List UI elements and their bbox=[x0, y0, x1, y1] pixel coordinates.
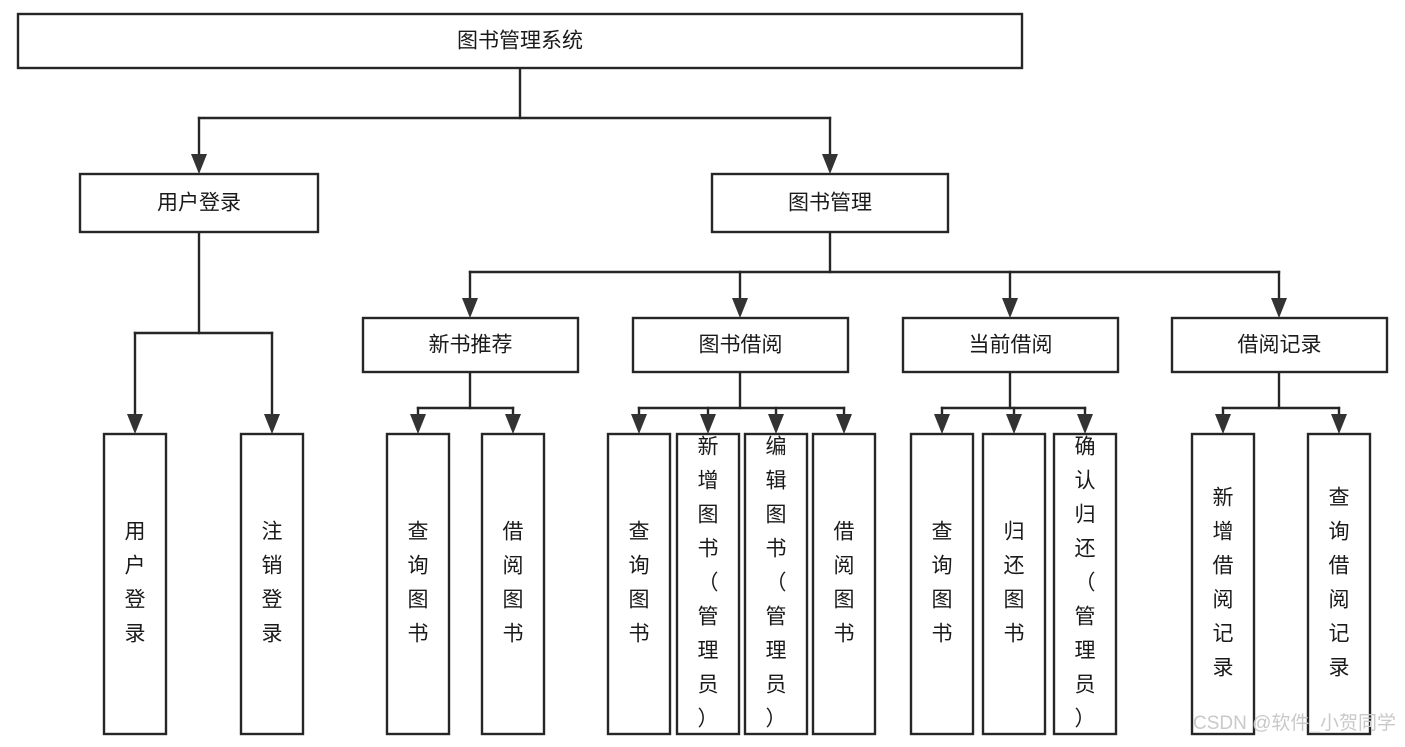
arrow-head-icon bbox=[191, 154, 207, 174]
node-box[interactable] bbox=[631, 316, 850, 374]
arrow-head-icon bbox=[1002, 298, 1018, 318]
node-box[interactable] bbox=[981, 432, 1047, 736]
node-box[interactable] bbox=[1170, 316, 1389, 374]
arrow-head-icon bbox=[836, 414, 852, 434]
node-label: 用户登录 bbox=[125, 521, 146, 646]
arrow-head-icon bbox=[1331, 414, 1347, 434]
node-box[interactable] bbox=[78, 172, 320, 234]
arrow-head-icon bbox=[462, 298, 478, 318]
arrow-head-icon bbox=[700, 414, 716, 434]
node-label: 新增图书（管理员） bbox=[698, 436, 719, 731]
node-box[interactable] bbox=[1306, 432, 1372, 736]
level3-node[interactable]: 新书推荐 bbox=[361, 316, 580, 374]
arrow-head-icon bbox=[631, 414, 647, 434]
node-box[interactable] bbox=[606, 432, 672, 736]
leaf-node[interactable]: 查询图书 bbox=[909, 432, 975, 736]
leaf-node[interactable]: 确认归还（管理员） bbox=[1052, 432, 1118, 736]
nodes-group: 图书管理系统用户登录图书管理新书推荐图书借阅当前借阅借阅记录用户登录注销登录查询… bbox=[16, 12, 1389, 736]
leaf-node[interactable]: 用户登录 bbox=[102, 432, 168, 736]
node-label: 借阅图书 bbox=[834, 521, 855, 646]
node-box[interactable] bbox=[1052, 432, 1118, 736]
leaf-node[interactable]: 借阅图书 bbox=[811, 432, 877, 736]
node-label: 图书管理系统 bbox=[457, 30, 583, 53]
node-label: 借阅图书 bbox=[503, 521, 524, 646]
arrow-head-icon bbox=[127, 414, 143, 434]
leaf-node[interactable]: 借阅图书 bbox=[480, 432, 546, 736]
arrow-head-icon bbox=[505, 414, 521, 434]
leaf-node[interactable]: 新增图书（管理员） bbox=[675, 432, 741, 736]
watermark-label: CSDN @软件_小贺同学 bbox=[1193, 712, 1396, 734]
level2-node[interactable]: 图书管理 bbox=[710, 172, 950, 234]
node-box[interactable] bbox=[1190, 432, 1256, 736]
leaf-node[interactable]: 归还图书 bbox=[981, 432, 1047, 736]
node-label: 查询图书 bbox=[629, 521, 650, 646]
node-label: 查询图书 bbox=[932, 521, 953, 646]
leaf-node[interactable]: 新增借阅记录 bbox=[1190, 432, 1256, 736]
node-label: 归还图书 bbox=[1004, 521, 1025, 646]
node-box[interactable] bbox=[909, 432, 975, 736]
arrow-heads-group bbox=[127, 154, 1347, 434]
arrow-head-icon bbox=[822, 154, 838, 174]
node-box[interactable] bbox=[239, 432, 305, 736]
node-label: 用户登录 bbox=[157, 192, 241, 215]
node-box[interactable] bbox=[710, 172, 950, 234]
arrow-head-icon bbox=[768, 414, 784, 434]
node-box[interactable] bbox=[385, 432, 451, 736]
node-label: 图书借阅 bbox=[699, 334, 783, 357]
node-label: 查询借阅记录 bbox=[1329, 487, 1350, 680]
leaf-node[interactable]: 查询图书 bbox=[385, 432, 451, 736]
node-label: 新书推荐 bbox=[429, 334, 513, 357]
node-box[interactable] bbox=[16, 12, 1024, 70]
arrow-head-icon bbox=[1215, 414, 1231, 434]
level3-node[interactable]: 当前借阅 bbox=[901, 316, 1120, 374]
leaf-node[interactable]: 注销登录 bbox=[239, 432, 305, 736]
node-box[interactable] bbox=[901, 316, 1120, 374]
node-box[interactable] bbox=[480, 432, 546, 736]
node-label: 当前借阅 bbox=[969, 334, 1053, 357]
node-box[interactable] bbox=[675, 432, 741, 736]
arrow-head-icon bbox=[934, 414, 950, 434]
node-box[interactable] bbox=[102, 432, 168, 736]
level3-node[interactable]: 借阅记录 bbox=[1170, 316, 1389, 374]
node-label: 注销登录 bbox=[262, 521, 283, 646]
node-label: 新增借阅记录 bbox=[1213, 487, 1234, 680]
node-box[interactable] bbox=[361, 316, 580, 374]
node-label: 借阅记录 bbox=[1238, 334, 1322, 357]
arrow-head-icon bbox=[1077, 414, 1093, 434]
arrow-head-icon bbox=[1271, 298, 1287, 318]
arrow-head-icon bbox=[1006, 414, 1022, 434]
node-label: 确认归还（管理员） bbox=[1075, 436, 1096, 731]
node-box[interactable] bbox=[811, 432, 877, 736]
node-label: 编辑图书（管理员） bbox=[766, 436, 787, 731]
arrow-head-icon bbox=[264, 414, 280, 434]
leaf-node[interactable]: 查询借阅记录 bbox=[1306, 432, 1372, 736]
arrow-head-icon bbox=[732, 298, 748, 318]
node-box[interactable] bbox=[743, 432, 809, 736]
leaf-node[interactable]: 查询图书 bbox=[606, 432, 672, 736]
level3-node[interactable]: 图书借阅 bbox=[631, 316, 850, 374]
node-label: 查询图书 bbox=[408, 521, 429, 646]
leaf-node[interactable]: 编辑图书（管理员） bbox=[743, 432, 809, 736]
node-label: 图书管理 bbox=[788, 192, 872, 215]
arrow-head-icon bbox=[410, 414, 426, 434]
level2-node[interactable]: 用户登录 bbox=[78, 172, 320, 234]
root-node[interactable]: 图书管理系统 bbox=[16, 12, 1024, 70]
